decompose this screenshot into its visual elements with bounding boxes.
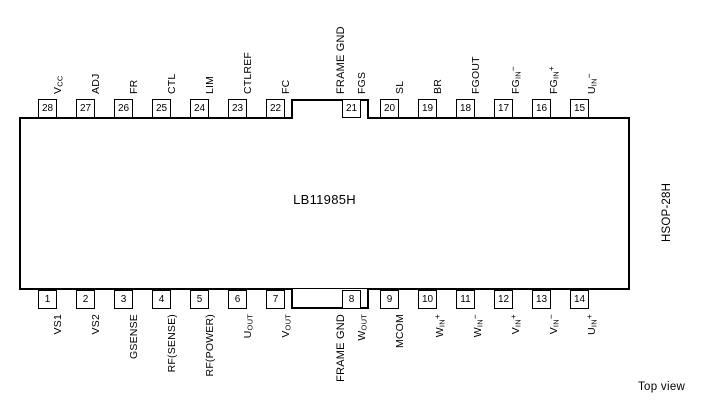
pin-label: FGOUT [470, 56, 482, 94]
pin-label: VOUT [280, 314, 293, 338]
pin-label: FC [280, 79, 292, 94]
package-name-label: HSOP-28H [661, 182, 673, 242]
pin-label: UOUT [242, 314, 255, 339]
pin-number-box: 19 [418, 99, 437, 118]
pin-label: VCC [52, 75, 65, 94]
pin-number-box: 25 [152, 99, 171, 118]
pin-number-box: 3 [114, 290, 133, 309]
pin-number-box: 27 [76, 99, 95, 118]
pin-number-box: 17 [494, 99, 513, 118]
pin-number-box: 22 [266, 99, 285, 118]
pin-number-box: 2 [76, 290, 95, 309]
pin-number-box: 26 [114, 99, 133, 118]
pin-label: WIN− [470, 314, 485, 338]
pin-label: VIN− [546, 314, 561, 335]
pin-label: SL [394, 80, 406, 94]
pin-number-box: 10 [418, 290, 437, 309]
pin-label: VS2 [90, 314, 102, 335]
pin-number-box: 14 [570, 290, 589, 309]
pin-number-box: 23 [228, 99, 247, 118]
pin-number-box: 28 [38, 99, 57, 118]
pin-label: RF(SENSE) [166, 314, 178, 373]
pin-number-box: 24 [190, 99, 209, 118]
pin-number-box: 11 [456, 290, 475, 309]
pin-label: RF(POWER) [204, 314, 216, 377]
pin-number-box: 5 [190, 290, 209, 309]
pin-label: LIM [204, 75, 216, 94]
pin-number-box: 20 [380, 99, 399, 118]
pin-label: ADJ [90, 73, 102, 94]
pin-label: BR [432, 79, 444, 94]
pin-label: WIN+ [432, 314, 447, 338]
pin-label: UIN+ [584, 314, 599, 335]
pin-label: CTL [166, 73, 178, 94]
pin-label: FR [128, 79, 140, 94]
frame-gnd-label-bottom: FRAME GND [335, 314, 347, 382]
pin-number-box: 12 [494, 290, 513, 309]
pin-number-box: 8 [342, 290, 361, 309]
pin-number-box: 16 [532, 99, 551, 118]
pin-label: WOUT [356, 314, 369, 341]
pin-number-box: 1 [38, 290, 57, 309]
frame-gnd-label-top: FRAME GND [335, 26, 347, 94]
pin-number-box: 6 [228, 290, 247, 309]
pin-label: FGIN− [508, 65, 523, 94]
pin-label: VS1 [52, 314, 64, 335]
pin-number-box: 15 [570, 99, 589, 118]
pin-number-box: 13 [532, 290, 551, 309]
pin-label: GSENSE [128, 314, 140, 359]
package-body [19, 117, 630, 290]
pin-number-box: 9 [380, 290, 399, 309]
pin-number-box: 7 [266, 290, 285, 309]
pin-number-box: 21 [342, 99, 361, 118]
pin-label: MCOM [394, 314, 406, 349]
view-orientation-note: Top view [638, 381, 686, 393]
pin-label: FGIN+ [546, 65, 561, 94]
pin-label: VIN+ [508, 314, 523, 335]
pin-label: UIN− [584, 73, 599, 94]
pin-label: CTLREF [242, 51, 254, 94]
pin-number-box: 4 [152, 290, 171, 309]
pin-number-box: 18 [456, 99, 475, 118]
part-number-label: LB11985H [293, 192, 356, 207]
pin-label: FGS [356, 71, 368, 94]
